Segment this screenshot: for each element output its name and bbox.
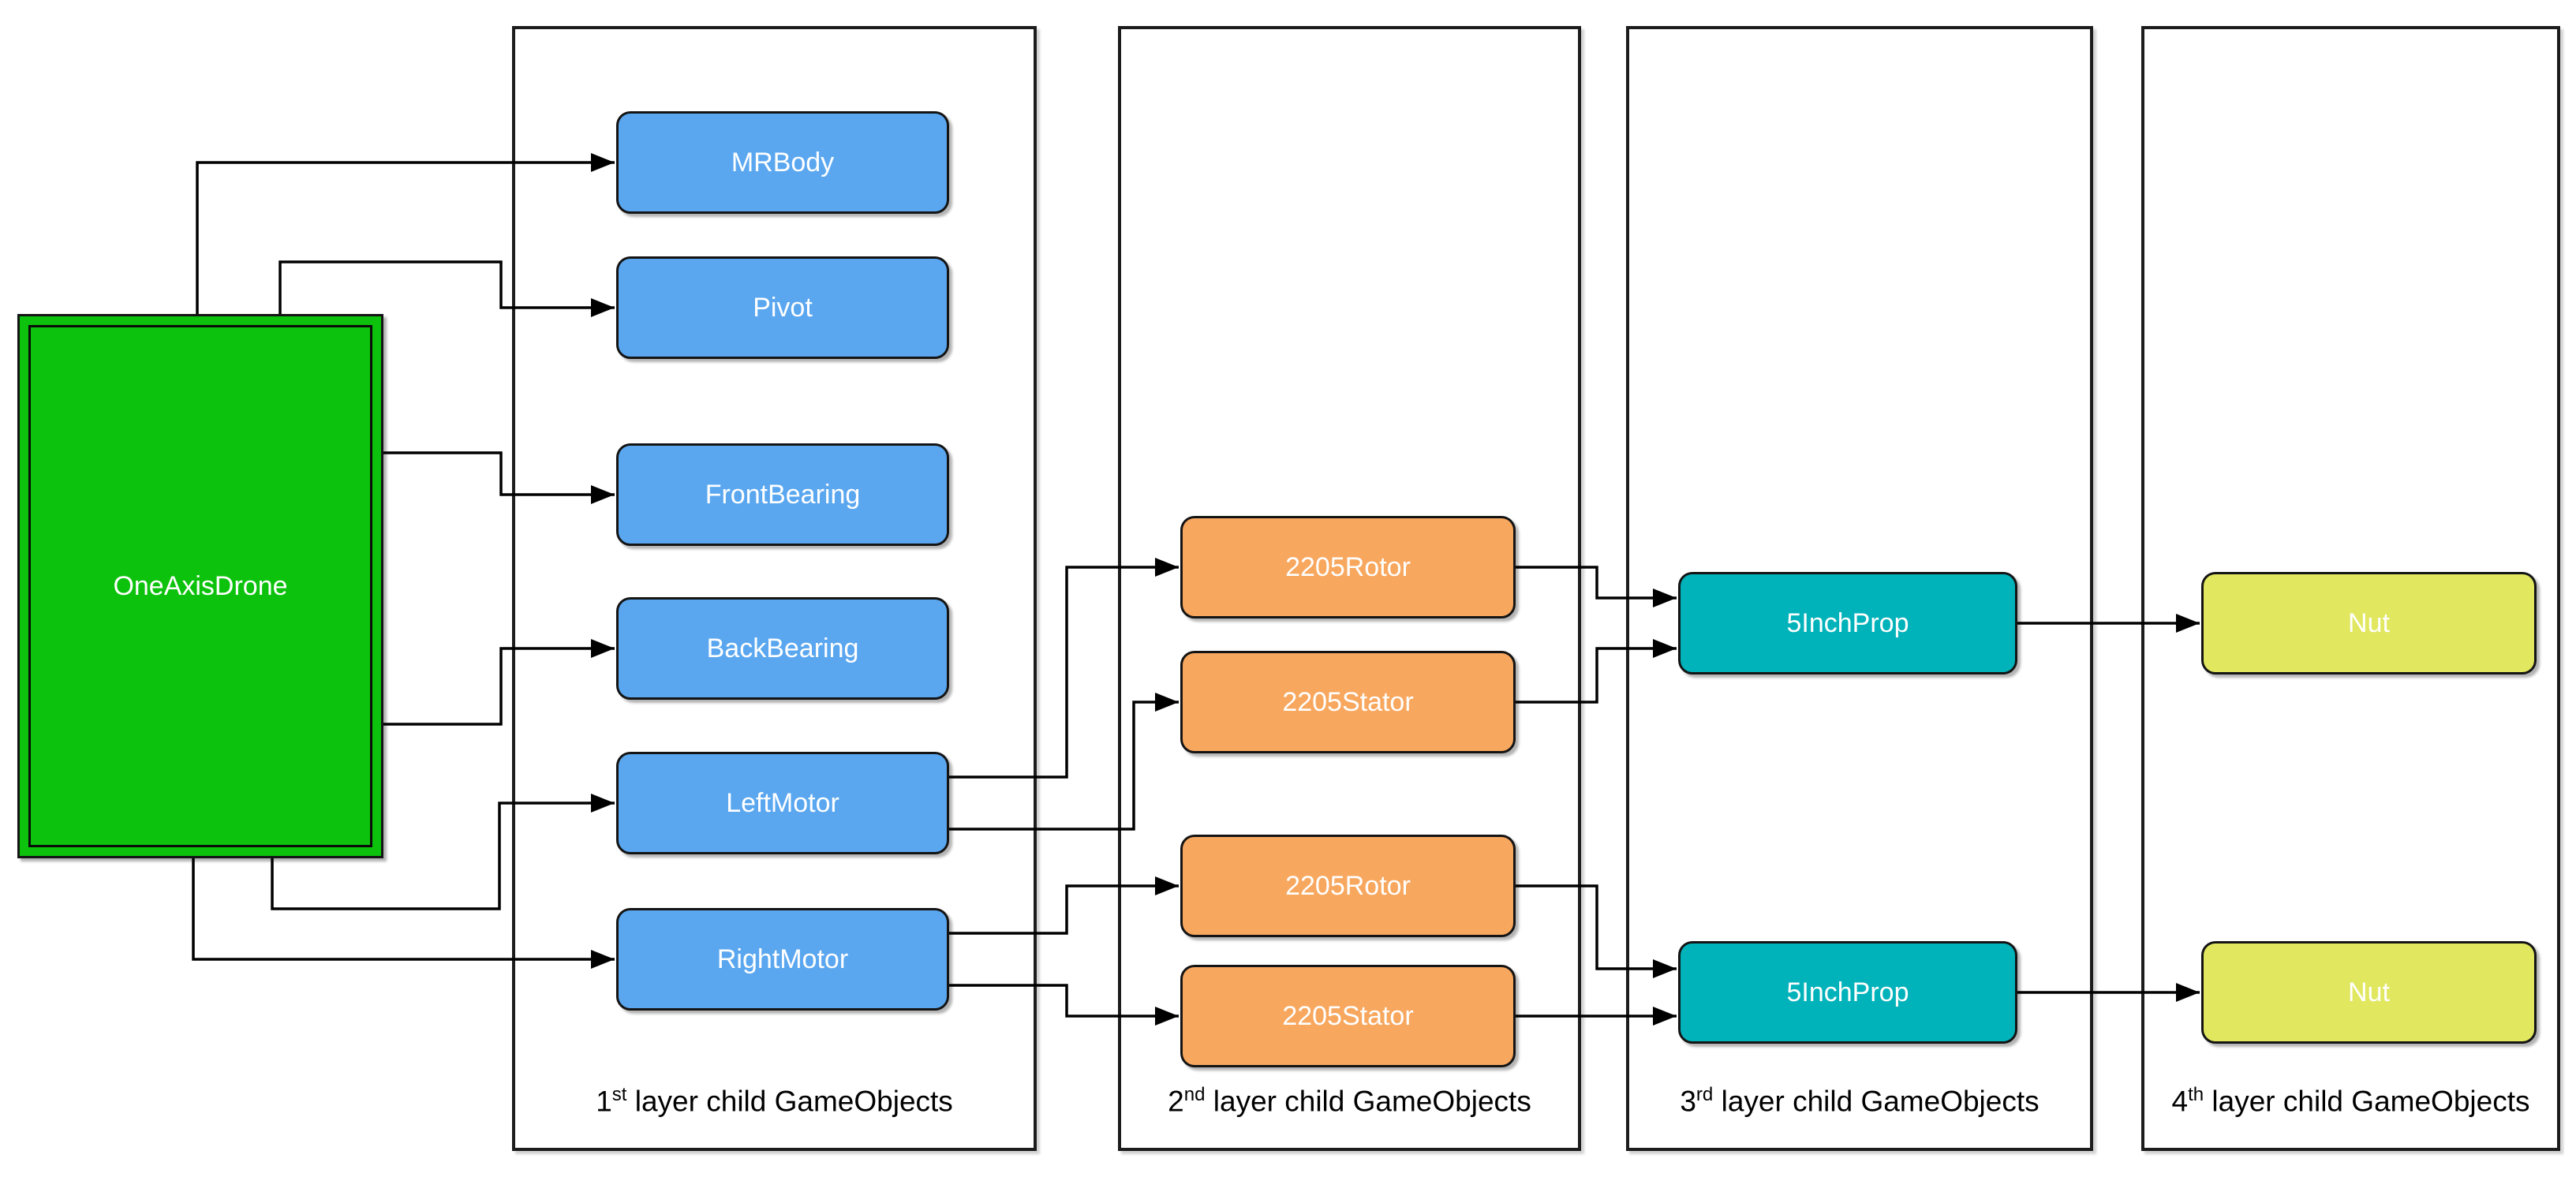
- edge-drone-to-rightmotor: [192, 858, 615, 969]
- node-stator-right-label: 2205Stator: [1282, 1000, 1414, 1031]
- node-frontbearing: FrontBearing: [616, 443, 949, 546]
- node-leftmotor: LeftMotor: [616, 752, 949, 854]
- node-prop-right: 5InchProp: [1678, 941, 2017, 1044]
- node-pivot-label: Pivot: [753, 292, 813, 323]
- layer1-label-ordinal: 1: [596, 1085, 612, 1117]
- edge-leftmotor-to-stator: [949, 693, 1179, 831]
- layer4-label-suffix: th: [2188, 1083, 2204, 1105]
- node-backbearing: BackBearing: [616, 597, 949, 700]
- node-prop-left: 5InchProp: [1678, 572, 2017, 674]
- edge-drone-to-backbearing: [383, 639, 615, 726]
- node-oneaxisdrone-label: OneAxisDrone: [113, 570, 288, 601]
- layer4-label-ordinal: 4: [2171, 1085, 2189, 1117]
- layer1-label: 1st layer child GameObjects: [515, 1084, 1034, 1118]
- node-leftmotor-label: LeftMotor: [726, 787, 839, 818]
- node-nut-top-label: Nut: [2348, 607, 2390, 638]
- layer1-label-suffix: st: [611, 1083, 627, 1105]
- node-prop-left-label: 5InchProp: [1786, 607, 1909, 638]
- node-nut-top: Nut: [2201, 572, 2537, 674]
- edge-stator-left-to-prop: [1516, 639, 1677, 704]
- layer2-group: 2nd layer child GameObjects: [1118, 26, 1581, 1151]
- node-mrbody: MRBody: [616, 111, 949, 214]
- node-nut-bottom-label: Nut: [2348, 977, 2390, 1007]
- edge-rightmotor-to-rotor: [949, 876, 1179, 935]
- edge-drone-to-pivot: [279, 260, 615, 317]
- edge-leftmotor-to-rotor: [949, 558, 1179, 779]
- layer2-label: 2nd layer child GameObjects: [1121, 1084, 1578, 1118]
- node-rotor-left-label: 2205Rotor: [1285, 551, 1411, 582]
- node-stator-left: 2205Stator: [1180, 651, 1516, 753]
- layer3-label-suffix: rd: [1696, 1083, 1714, 1105]
- layer2-label-ordinal: 2: [1168, 1085, 1184, 1117]
- edge-rotor-right-to-prop: [1516, 884, 1677, 978]
- layer3-group: 3rd layer child GameObjects: [1626, 26, 2093, 1151]
- node-nut-bottom: Nut: [2201, 941, 2537, 1044]
- layer3-label-text: layer child GameObjects: [1713, 1085, 2039, 1117]
- layer1-label-text: layer child GameObjects: [626, 1085, 953, 1117]
- layer3-label: 3rd layer child GameObjects: [1629, 1084, 2090, 1118]
- node-rightmotor-label: RightMotor: [716, 944, 849, 974]
- edge-drone-to-frontbearing: [383, 451, 615, 504]
- layer1-group: 1st layer child GameObjects: [512, 26, 1037, 1151]
- edge-drone-to-leftmotor: [271, 794, 615, 910]
- layer4-label-text: layer child GameObjects: [2204, 1085, 2530, 1117]
- node-backbearing-label: BackBearing: [706, 633, 859, 663]
- node-rotor-right: 2205Rotor: [1180, 835, 1516, 937]
- layer2-label-suffix: nd: [1183, 1083, 1206, 1105]
- node-rotor-right-label: 2205Rotor: [1285, 870, 1411, 901]
- node-prop-right-label: 5InchProp: [1786, 977, 1909, 1007]
- node-pivot: Pivot: [616, 256, 949, 359]
- layer4-label: 4th layer child GameObjects: [2144, 1084, 2557, 1118]
- node-mrbody-label: MRBody: [731, 147, 835, 177]
- node-rightmotor: RightMotor: [616, 908, 949, 1011]
- node-rotor-left: 2205Rotor: [1180, 516, 1516, 618]
- node-frontbearing-label: FrontBearing: [705, 479, 861, 510]
- layer3-label-ordinal: 3: [1680, 1085, 1696, 1117]
- layer2-label-text: layer child GameObjects: [1205, 1085, 1531, 1117]
- node-stator-left-label: 2205Stator: [1282, 686, 1414, 717]
- layer4-group: 4th layer child GameObjects: [2141, 26, 2560, 1151]
- node-oneaxisdrone: OneAxisDrone: [17, 314, 383, 858]
- edge-rotor-left-to-prop: [1516, 566, 1677, 607]
- edge-drone-to-mrbody: [196, 153, 615, 314]
- edge-rightmotor-to-stator: [949, 984, 1179, 1026]
- node-stator-right: 2205Stator: [1180, 965, 1516, 1067]
